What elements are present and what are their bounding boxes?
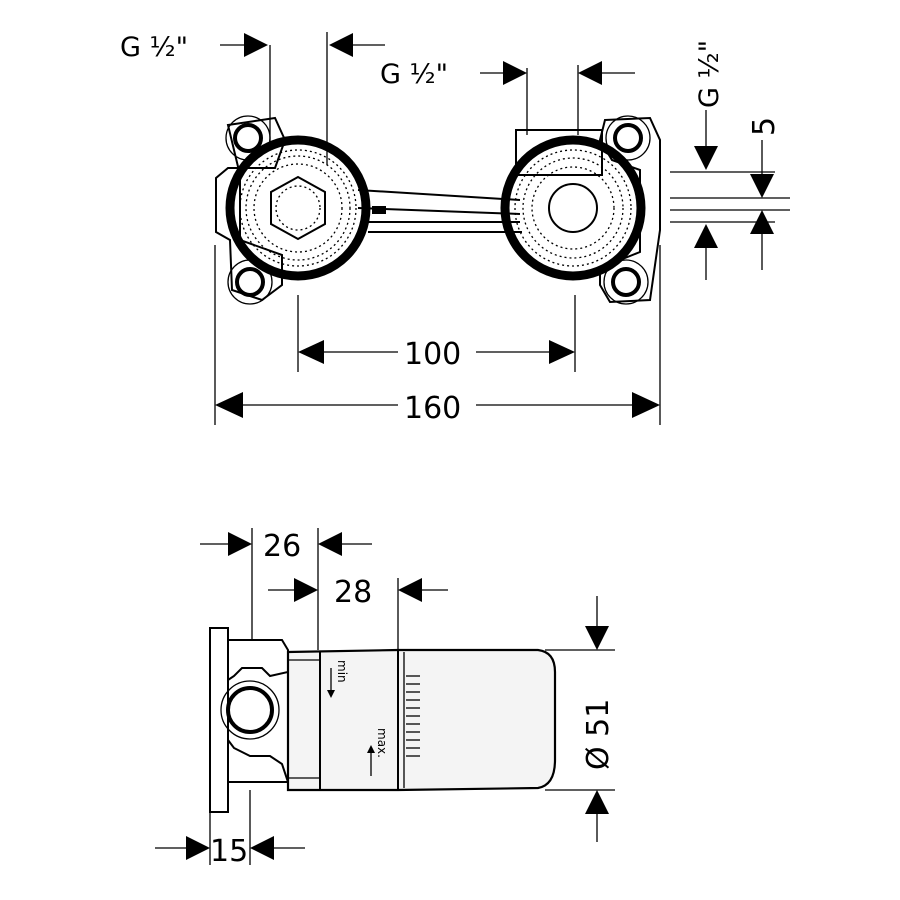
dim-overall-width-label: 160	[404, 391, 461, 426]
dim-diameter	[585, 596, 609, 842]
dim-center-distance-label: 100	[404, 337, 461, 372]
inlet-port-outline	[220, 680, 280, 740]
bar-notch	[372, 206, 386, 214]
label-max: max.	[375, 728, 389, 758]
dim-center-distance	[298, 340, 575, 364]
mounting-ear-top-right	[613, 123, 643, 153]
ear-outline	[603, 259, 649, 305]
right-mounting-plate	[598, 116, 661, 304]
valve-body	[286, 648, 557, 792]
mounting-ear-bottom-left	[235, 267, 265, 297]
mounting-ear-bottom-right	[611, 267, 641, 297]
mounting-ear-top-left	[233, 123, 263, 153]
dim-26	[200, 532, 372, 556]
depth-scale	[327, 668, 420, 776]
wall-flange	[209, 627, 229, 813]
dim-thread-center	[480, 61, 635, 85]
dim-offset-5	[750, 140, 774, 270]
thread-label-left: G ½"	[120, 32, 188, 63]
ear-outline	[605, 115, 651, 161]
dim-offset-label: 5	[747, 117, 782, 136]
dim-thread-left	[220, 33, 385, 57]
dim-diameter-label: Ø 51	[581, 699, 616, 770]
connecting-bar	[357, 189, 522, 233]
dim-15-label: 15	[210, 834, 248, 869]
dim-15	[155, 836, 305, 860]
hex-socket	[270, 175, 326, 241]
dim-28-label: 28	[334, 575, 372, 610]
side-view: min max. 26 28	[155, 528, 616, 869]
dim-overall-width	[215, 392, 660, 418]
dim-26-label: 26	[263, 529, 301, 564]
right-port	[500, 135, 646, 281]
left-port	[225, 135, 371, 281]
label-min: min	[335, 660, 349, 683]
thread-label-center: G ½"	[380, 59, 448, 90]
thread-label-right: G ½"	[694, 40, 725, 108]
dim-28	[268, 578, 448, 602]
right-housing-block	[515, 129, 603, 176]
top-view: G ½" G ½" G ½" 5	[120, 32, 790, 426]
dim-thread-right	[694, 110, 718, 280]
inlet-port	[226, 686, 274, 734]
